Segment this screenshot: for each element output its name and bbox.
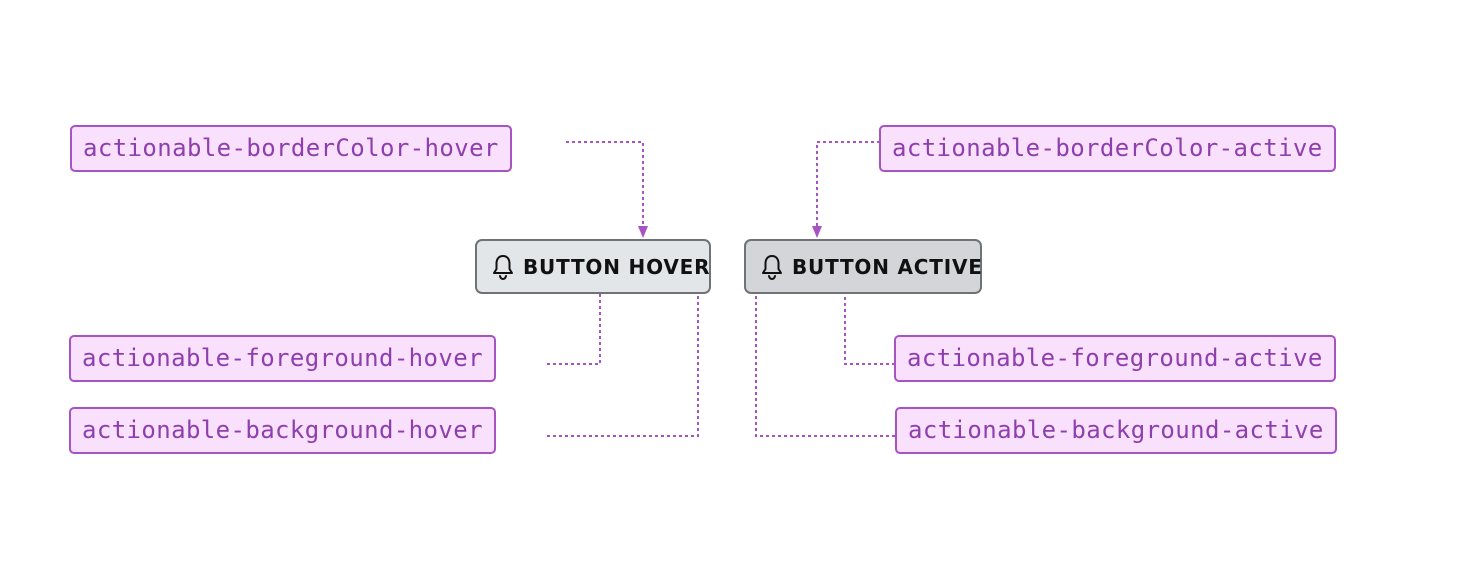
bell-icon <box>493 254 513 280</box>
connector-background-hover <box>547 272 703 437</box>
button-hover-label: BUTTON HOVER <box>523 254 711 279</box>
token-foreground-hover: actionable-foreground-hover <box>69 335 496 382</box>
button-hover[interactable]: BUTTON HOVER <box>475 239 711 294</box>
token-foreground-active: actionable-foreground-active <box>894 335 1336 382</box>
connector-foreground-hover <box>547 272 605 365</box>
button-active[interactable]: BUTTON ACTIVE <box>744 239 982 294</box>
token-border-hover: actionable-borderColor-hover <box>70 125 512 172</box>
token-border-active: actionable-borderColor-active <box>879 125 1336 172</box>
token-background-hover: actionable-background-hover <box>69 407 496 454</box>
connector-border-active <box>812 141 880 238</box>
token-background-active: actionable-background-active <box>895 407 1337 454</box>
button-active-label: BUTTON ACTIVE <box>792 254 983 279</box>
connector-border-hover <box>566 141 648 238</box>
bell-icon <box>762 254 782 280</box>
connector-background-active <box>751 272 895 437</box>
connector-foreground-active <box>840 272 895 365</box>
